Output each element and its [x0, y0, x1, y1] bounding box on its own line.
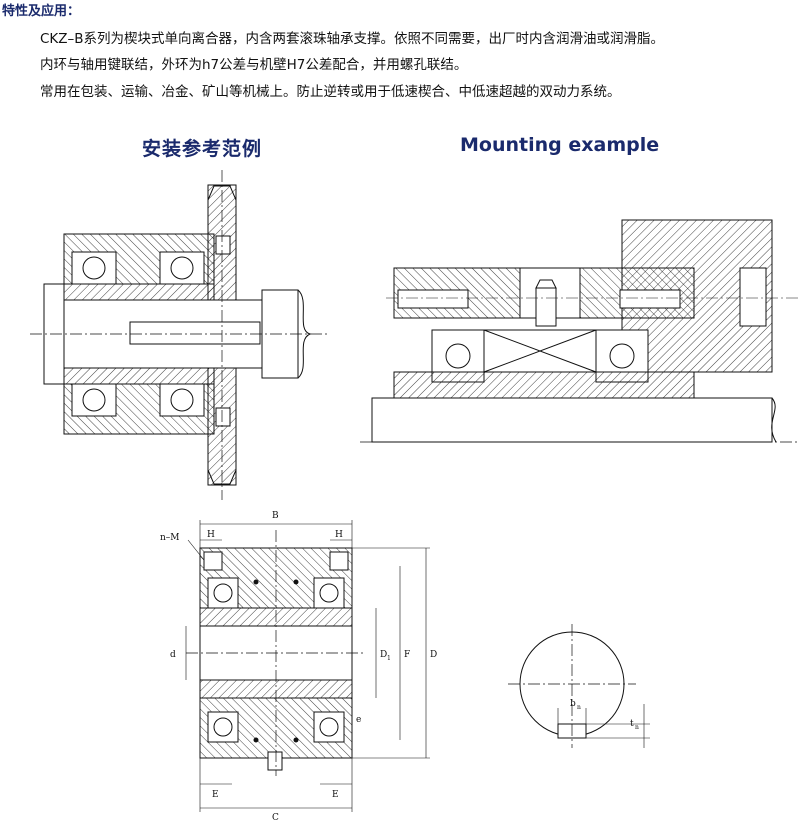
dim-tn-subscript: n	[635, 724, 639, 731]
keyway-detail	[508, 624, 650, 748]
dim-C: C	[272, 813, 279, 823]
description-line-3: 常用在包装、运输、冶金、矿山等机械上。防止逆转或用于低速楔合、中低速超越的双动力…	[40, 84, 621, 100]
dim-E-left: E	[212, 790, 219, 800]
mounting-title-cn: 安装参考范例	[142, 138, 263, 160]
dimension-drawing	[185, 520, 430, 812]
mounting-drawing-right	[360, 219, 800, 443]
mounting-drawing-left	[30, 170, 330, 500]
dim-E-right: E	[332, 790, 339, 800]
description-line-1: CKZ–B系列为楔块式单向离合器，内含两套滚珠轴承支撑。依照不同需要，出厂时内含…	[40, 31, 665, 47]
dim-n-M: n–M	[160, 533, 180, 543]
dim-bn-subscript: n	[577, 704, 581, 711]
dim-D1-subscript: 1	[387, 655, 391, 662]
dim-F: F	[404, 650, 410, 660]
dim-e: e	[356, 715, 361, 725]
dim-H-right: H	[335, 530, 343, 540]
dim-D1: D	[380, 650, 387, 660]
dim-D: D	[430, 650, 437, 660]
section-heading: 特性及应用：	[2, 4, 81, 19]
dim-B: B	[272, 511, 279, 521]
description-line-2: 内环与轴用键联结，外环为h7公差与机壁H7公差配合，并用螺孔联结。	[40, 57, 468, 73]
dim-d: d	[170, 650, 176, 660]
dim-tn: t	[630, 719, 634, 729]
dim-bn: b	[570, 699, 576, 709]
dim-H-left: H	[207, 530, 215, 540]
mounting-title-en: Mounting example	[460, 134, 660, 156]
